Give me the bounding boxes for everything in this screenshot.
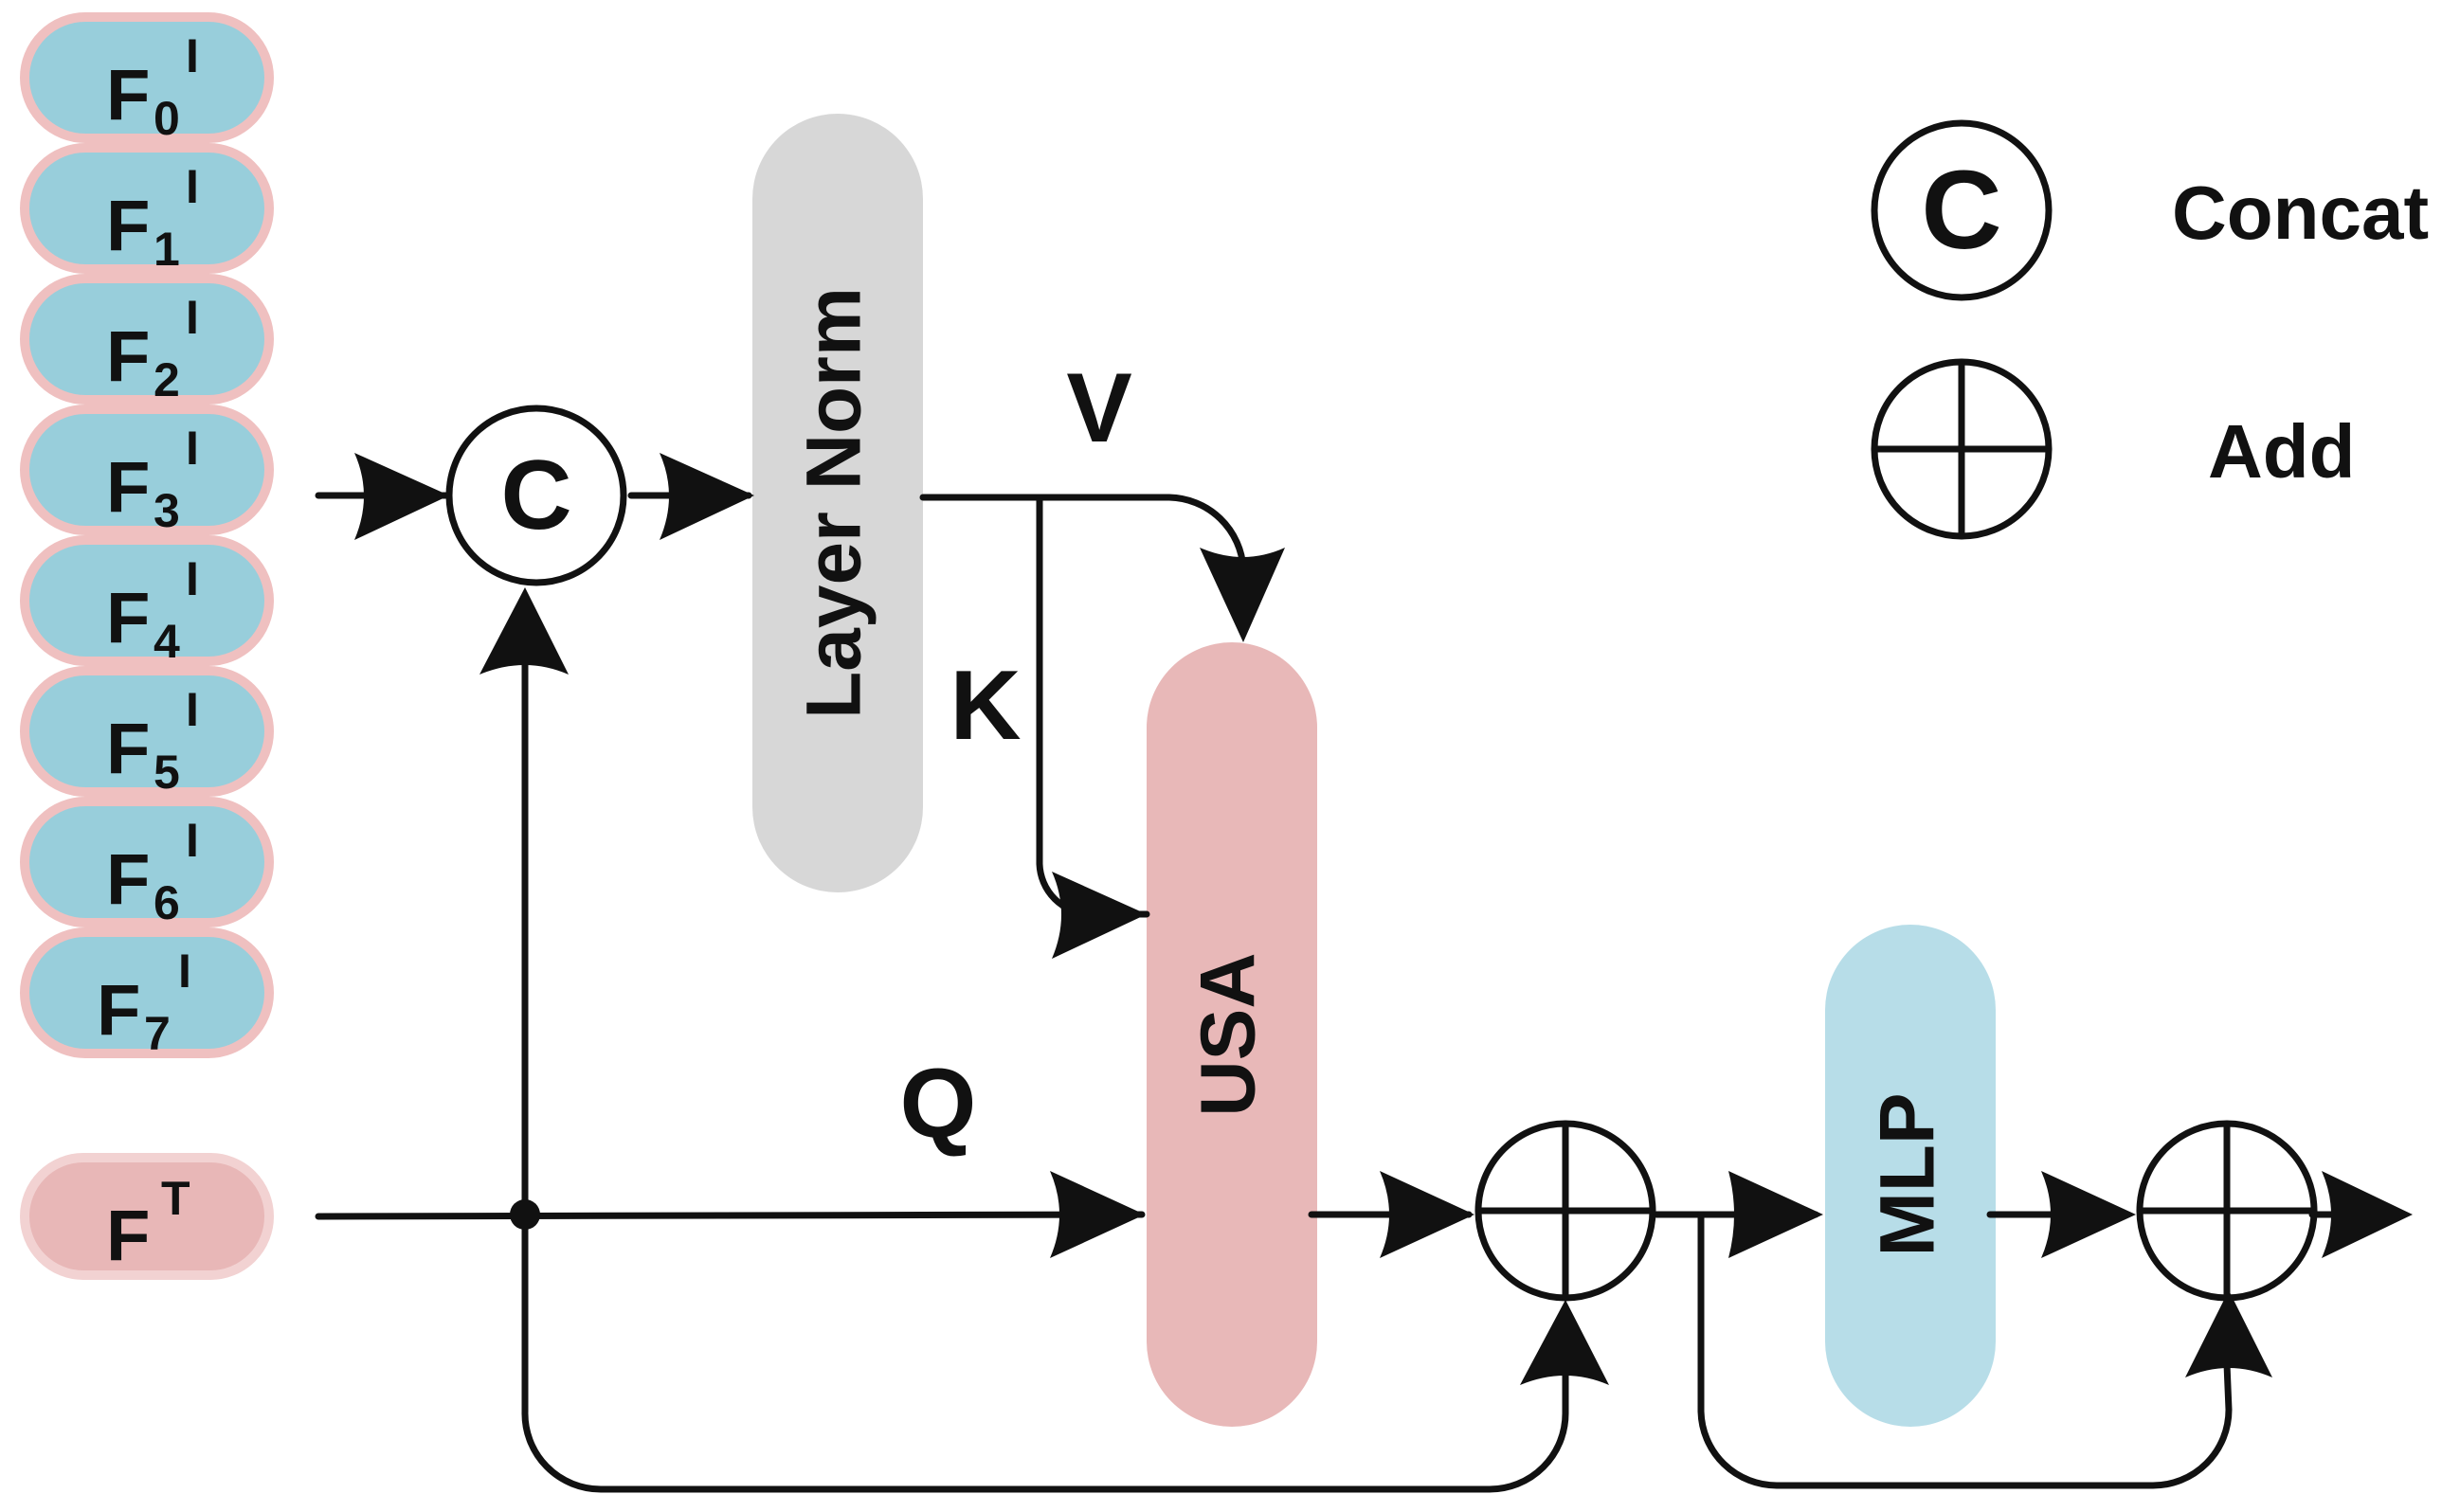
edge-q <box>315 1211 1146 1220</box>
edge-k <box>1036 494 1150 918</box>
feature-base: F <box>106 316 150 397</box>
arrowhead-q-into-usa <box>1050 1171 1145 1258</box>
feature-base: F <box>106 839 150 920</box>
svg-text:F: F <box>106 447 150 528</box>
legend-add: Add <box>1871 358 2356 540</box>
arrowhead-k-into-usa <box>1052 872 1147 959</box>
feature-sub: 6 <box>154 876 180 929</box>
image-feature-f2: F 2 I <box>20 274 274 406</box>
feature-base: F <box>106 447 150 528</box>
feature-sub: 1 <box>154 223 180 276</box>
image-feature-f0: F 0 I <box>20 12 274 145</box>
image-feature-f7: F 7 I <box>20 927 274 1060</box>
feature-sup: I <box>186 683 199 736</box>
usa-label: USA <box>1185 952 1272 1116</box>
add-operator-1 <box>1474 1120 1656 1302</box>
feature-sup: T <box>161 1172 190 1225</box>
add-operator-2 <box>2136 1120 2318 1302</box>
arrowhead-mlp-into-add2 <box>2041 1171 2136 1258</box>
feature-sub: 3 <box>154 484 180 537</box>
feature-base: F <box>106 709 150 789</box>
image-feature-stack: F 0 I F 1 I F 2 I F 3 I F 4 I <box>20 12 274 1060</box>
feature-sub: 2 <box>154 353 180 406</box>
feature-sup: I <box>186 291 199 344</box>
edge-residual-2 <box>1697 1211 2233 1489</box>
feature-sub: 5 <box>154 746 180 799</box>
text-feature-ft: F T <box>20 1153 274 1280</box>
arrowhead-output <box>2322 1171 2413 1258</box>
arrowhead-text-into-concat <box>479 587 569 675</box>
feature-sup: I <box>178 945 191 998</box>
usa-block: USA <box>1147 642 1317 1427</box>
svg-text:F: F <box>106 186 150 266</box>
arrowhead-v-into-usa <box>1200 548 1285 642</box>
feature-sup: I <box>186 160 199 213</box>
feature-sub: 0 <box>154 92 180 145</box>
svg-text:F: F <box>97 970 140 1051</box>
legend-add-label: Add <box>2208 409 2356 494</box>
feature-base: F <box>97 970 140 1051</box>
arrowhead-into-concat <box>354 453 449 540</box>
concat-operator: C <box>445 405 627 586</box>
feature-sub: 7 <box>144 1007 171 1060</box>
legend-concat: C Concat <box>1871 119 2429 301</box>
image-feature-f4: F 4 I <box>20 535 274 668</box>
image-feature-f3: F 3 I <box>20 405 274 537</box>
feature-base: F <box>106 186 150 266</box>
mlp-block: MLP <box>1825 925 1996 1427</box>
concat-symbol: C <box>500 441 571 550</box>
edge-label-v: V <box>1066 353 1131 463</box>
edge-residual-1 <box>521 1211 1569 1493</box>
arrowhead-into-layernorm <box>660 453 754 540</box>
feature-base: F <box>106 578 150 658</box>
junction-dot <box>510 1199 540 1230</box>
legend: C Concat Add <box>1871 119 2429 540</box>
feature-sup: I <box>186 552 199 605</box>
svg-text:F: F <box>106 578 150 658</box>
svg-text:F: F <box>106 839 150 920</box>
arrowhead-residual-into-add2 <box>2185 1290 2272 1377</box>
feature-base: F <box>106 55 150 135</box>
legend-concat-symbol: C <box>1921 148 2001 273</box>
feature-sup: I <box>186 29 199 82</box>
mlp-label: MLP <box>1865 1092 1951 1256</box>
arrowhead-usa-into-add1 <box>1380 1171 1474 1258</box>
image-feature-f6: F 6 I <box>20 797 274 929</box>
legend-concat-label: Concat <box>2172 171 2429 255</box>
image-feature-f5: F 5 I <box>20 666 274 799</box>
feature-sub: 4 <box>154 615 180 668</box>
svg-text:F: F <box>106 55 150 135</box>
arrowheads <box>354 453 2413 1385</box>
feature-sup: I <box>186 814 199 867</box>
edge-label-q: Q <box>900 1049 977 1159</box>
arrowhead-into-mlp <box>1728 1171 1823 1258</box>
feature-sup: I <box>186 422 199 475</box>
edge-v <box>919 494 1247 572</box>
svg-text:F: F <box>106 709 150 789</box>
feature-base: F <box>106 1196 150 1276</box>
layer-norm-block: Layer Norm <box>752 114 923 892</box>
edge-label-k: K <box>950 651 1021 761</box>
image-feature-f1: F 1 I <box>20 143 274 276</box>
svg-text:F: F <box>106 316 150 397</box>
arrowhead-residual-into-add1 <box>1520 1300 1609 1385</box>
connections <box>315 492 2354 1493</box>
layer-norm-label: Layer Norm <box>791 287 877 719</box>
